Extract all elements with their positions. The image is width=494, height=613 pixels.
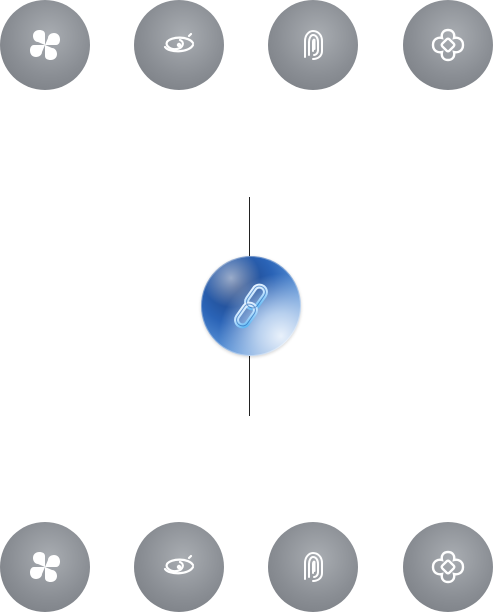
connector-line-top — [249, 197, 250, 257]
fingerprint-spiral-icon — [304, 29, 323, 60]
flower-outline-button[interactable] — [403, 522, 493, 612]
eye-swirl-icon — [163, 32, 195, 53]
connector-line-bottom — [249, 356, 250, 416]
fingerprint-spiral-icon — [304, 551, 323, 582]
fingerprint-spiral-button[interactable] — [268, 522, 358, 612]
top-icon-row — [0, 0, 494, 90]
four-petal-icon — [30, 552, 60, 582]
eye-swirl-button[interactable] — [134, 522, 224, 612]
flower-outline-icon — [431, 550, 465, 584]
chain-link-button[interactable] — [201, 256, 301, 356]
eye-swirl-button[interactable] — [134, 0, 224, 90]
flower-outline-icon — [431, 28, 465, 62]
flower-outline-button[interactable] — [403, 0, 493, 90]
four-petal-button[interactable] — [0, 0, 90, 90]
four-petal-icon — [30, 30, 60, 60]
four-petal-button[interactable] — [0, 522, 90, 612]
chain-link-icon — [234, 283, 268, 329]
fingerprint-spiral-button[interactable] — [268, 0, 358, 90]
bottom-icon-row — [0, 522, 494, 612]
eye-swirl-icon — [163, 554, 195, 575]
